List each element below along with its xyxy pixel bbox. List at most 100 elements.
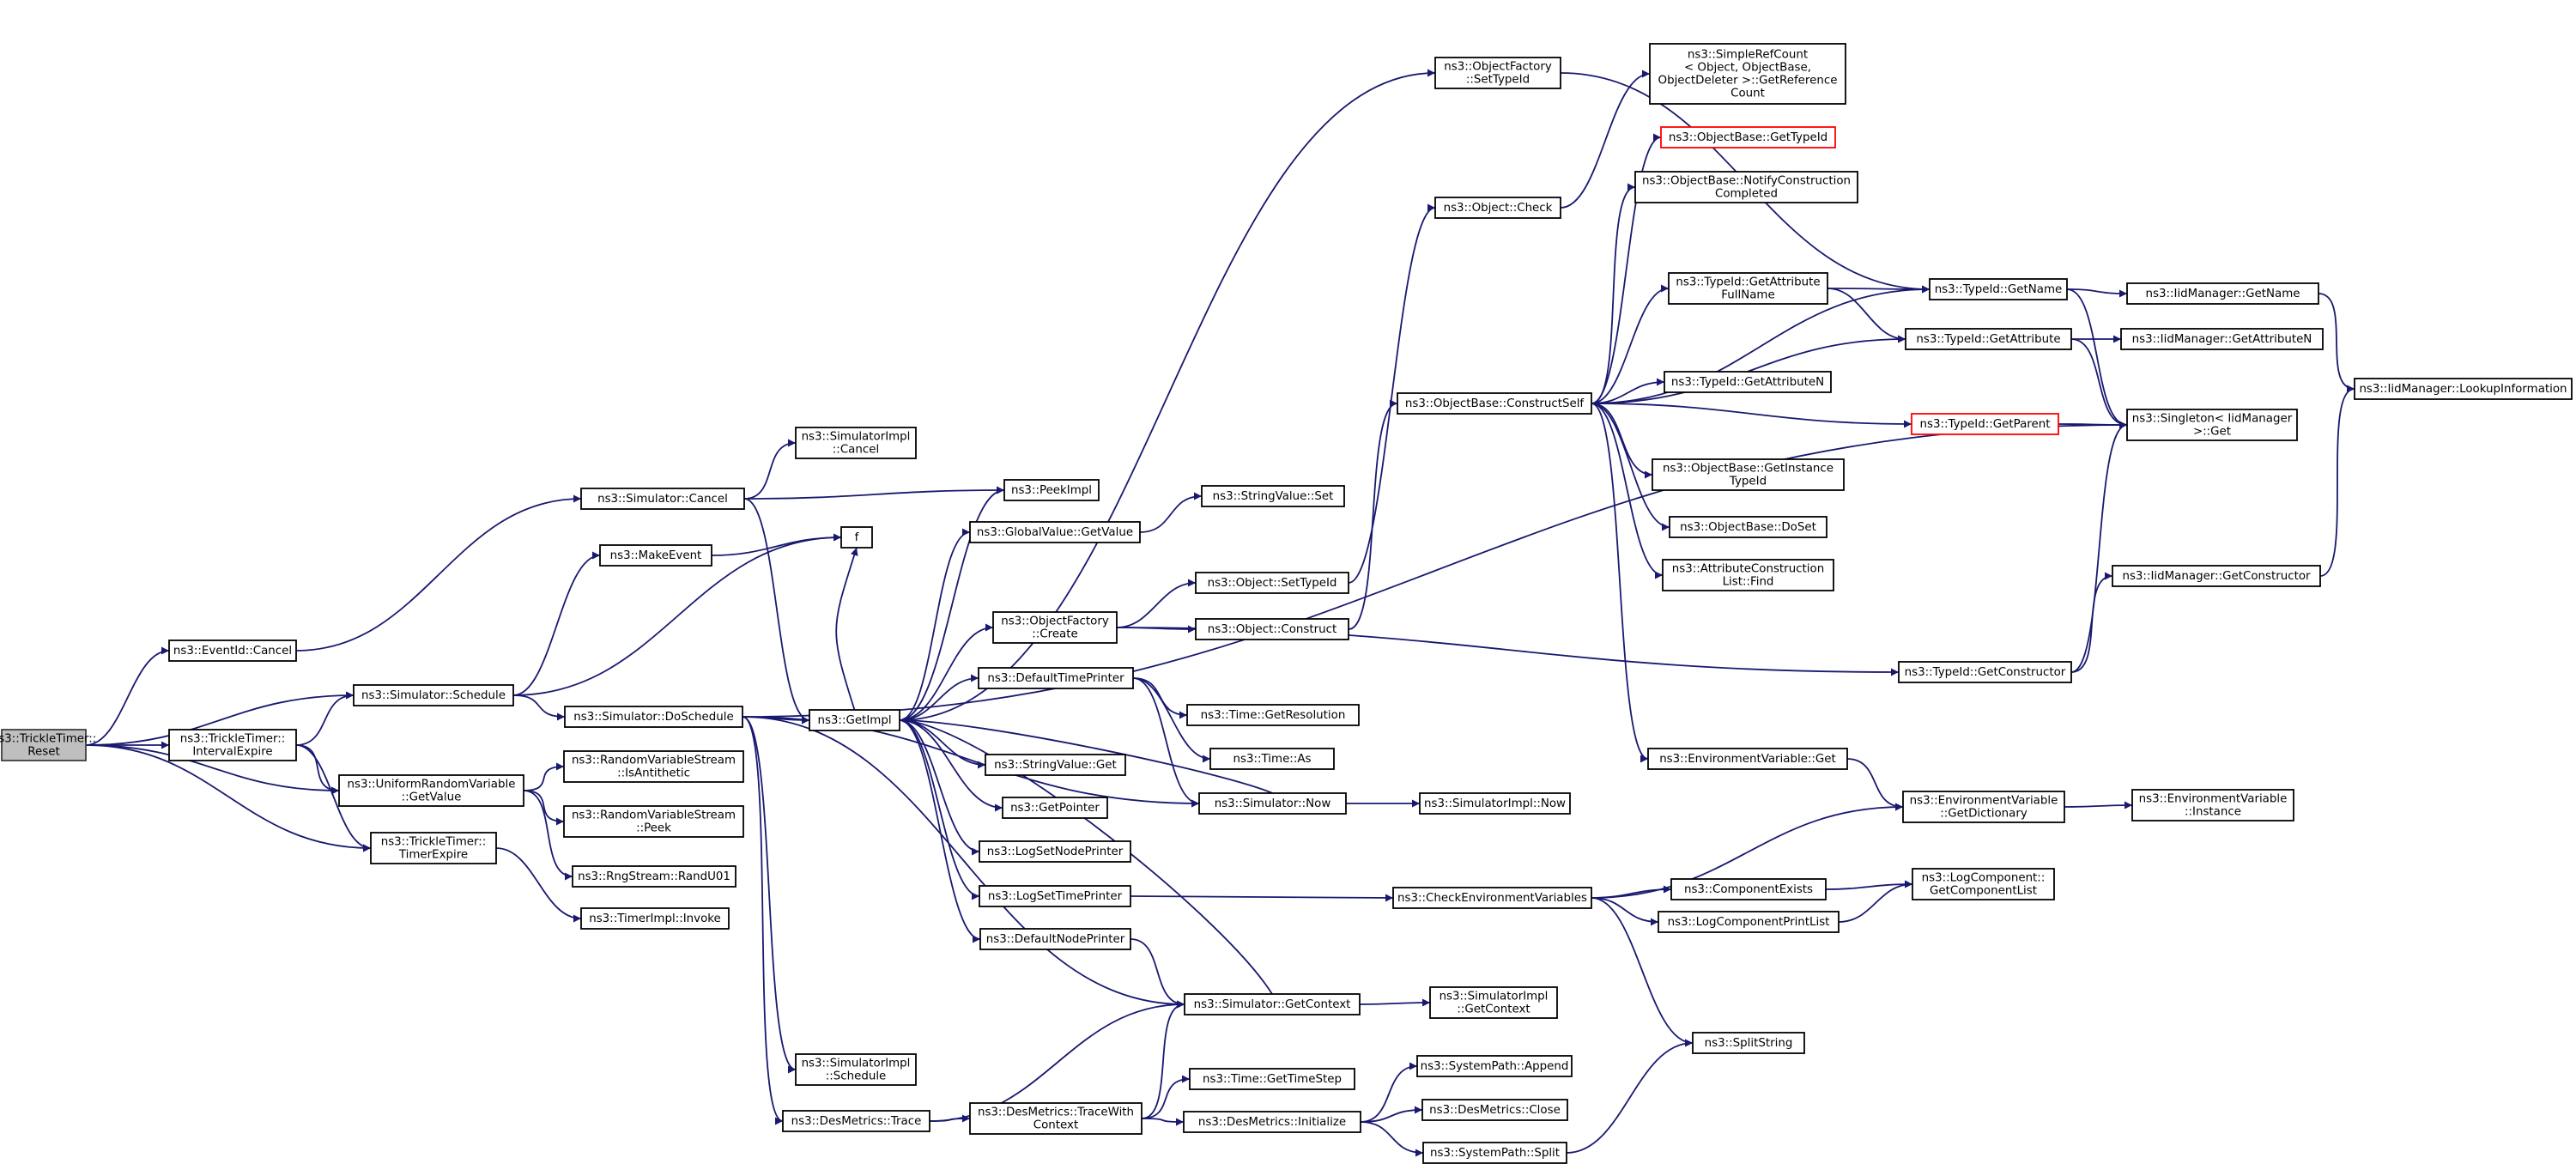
node-timer_expire[interactable]: ns3::TrickleTimer::TimerExpire	[370, 832, 497, 864]
node-envvar_get[interactable]: ns3::EnvironmentVariable::Get	[1647, 748, 1848, 770]
node-of_create[interactable]: ns3::ObjectFactory::Create	[992, 611, 1118, 644]
node-box	[1392, 887, 1592, 909]
node-simimpl_now[interactable]: ns3::SimulatorImpl::Now	[1419, 792, 1571, 815]
node-gv_getvalue[interactable]: ns3::GlobalValue::GetValue	[969, 521, 1141, 543]
node-sim_cancel[interactable]: ns3::Simulator::Cancel	[580, 488, 745, 510]
edge-timer_expire-to-timerimpl_invoke	[495, 847, 582, 923]
node-typeid_getparent[interactable]: ns3::TypeId::GetParent	[1911, 413, 2059, 435]
node-envvar_getdictionary[interactable]: ns3::EnvironmentVariable::GetDictionary	[1902, 791, 2065, 823]
node-stringvalue_get[interactable]: ns3::StringValue::Get	[985, 754, 1126, 776]
node-logcomponentprintlist[interactable]: ns3::LogComponentPrintList	[1658, 911, 1840, 933]
node-box	[563, 805, 744, 838]
node-component_exists[interactable]: ns3::ComponentExists	[1670, 878, 1827, 900]
edge-gv_getvalue-to-stringvalue_set	[1139, 492, 1203, 533]
node-label: ns3::DesMetrics::TraceWith	[978, 1106, 1134, 1119]
node-iidmanager_lookupinformation[interactable]: ns3::IidManager::LookupInformation	[2354, 378, 2573, 400]
node-desmetrics_initialize[interactable]: ns3::DesMetrics::Initialize	[1183, 1111, 1361, 1133]
edge-iidmanager_getname-to-iidmanager_lookupinformation	[2318, 293, 2355, 393]
node-simimpl_getcontext[interactable]: ns3::SimulatorImpl::GetContext	[1429, 986, 1558, 1019]
node-simimpl_schedule[interactable]: ns3::SimulatorImpl::Schedule	[795, 1053, 917, 1086]
node-box	[1209, 748, 1335, 770]
node-time_gettimestep[interactable]: ns3::Time::GetTimeStep	[1189, 1068, 1355, 1090]
edge-getimpl-to-of_settypeid	[899, 69, 1436, 721]
node-rng_randu01[interactable]: ns3::RngStream::RandU01	[572, 865, 736, 888]
node-box	[1434, 57, 1561, 89]
node-rvs_isantithetic[interactable]: ns3::RandomVariableStream::IsAntithetic	[563, 750, 744, 783]
node-default_time_printer[interactable]: ns3::DefaultTimePrinter	[978, 667, 1134, 689]
node-box	[1195, 618, 1349, 640]
node-getimpl[interactable]: ns3::GetImpl	[809, 709, 900, 731]
node-interval_expire[interactable]: ns3::TrickleTimer::IntervalExpire	[168, 729, 297, 761]
node-envvar_instance[interactable]: ns3::EnvironmentVariable::Instance	[2131, 789, 2294, 821]
node-box	[1664, 371, 1832, 393]
node-label: ns3::TrickleTimer::	[180, 733, 286, 746]
edge-path	[743, 498, 810, 724]
edge-systempath_split-to-splitstring	[1566, 1039, 1694, 1154]
node-f[interactable]: f	[840, 526, 873, 549]
edge-reset-to-eventid_cancel	[85, 646, 170, 746]
node-check_env_vars[interactable]: ns3::CheckEnvironmentVariables	[1392, 887, 1592, 909]
edge-path	[1591, 403, 1670, 531]
node-label: ns3::Time::As	[1233, 753, 1312, 766]
node-make_event[interactable]: ns3::MakeEvent	[599, 544, 712, 567]
node-stringvalue_set[interactable]: ns3::StringValue::Set	[1201, 485, 1345, 507]
node-urv_getvalue[interactable]: ns3::UniformRandomVariable::GetValue	[338, 774, 524, 807]
node-peekimpl[interactable]: ns3::PeekImpl	[1003, 479, 1100, 501]
node-objectbase_doset[interactable]: ns3::ObjectBase::DoSet	[1669, 516, 1827, 538]
edge-logcomponentprintlist-to-logcomponent_getcomponentlist	[1838, 880, 1913, 923]
node-object_settypeid[interactable]: ns3::Object::SetTypeId	[1195, 572, 1349, 594]
node-label: ns3::SimpleRefCount	[1688, 49, 1808, 62]
edge-path	[1139, 492, 1203, 533]
node-systempath_append[interactable]: ns3::SystemPath::Append	[1416, 1055, 1573, 1077]
node-typeid_getconstructor[interactable]: ns3::TypeId::GetConstructor	[1898, 661, 2072, 683]
node-default_node_printer[interactable]: ns3::DefaultNodePrinter	[979, 928, 1131, 950]
node-getpointer[interactable]: ns3::GetPointer	[1002, 797, 1108, 819]
node-time_getresolution[interactable]: ns3::Time::GetResolution	[1186, 704, 1360, 726]
node-sim_now[interactable]: ns3::Simulator::Now	[1198, 792, 1347, 815]
edge-path	[1591, 897, 1659, 926]
edge-path	[1560, 70, 1651, 209]
edge-path	[1141, 1000, 1185, 1119]
node-logcomponent_getcomponentlist[interactable]: ns3::LogComponent::GetComponentList	[1912, 868, 2055, 900]
node-splitstring[interactable]: ns3::SplitString	[1692, 1032, 1805, 1054]
node-iidmanager_getname[interactable]: ns3::IidManager::GetName	[2126, 282, 2319, 305]
node-objectbase_constructself[interactable]: ns3::ObjectBase::ConstructSelf	[1397, 392, 1592, 415]
node-desmetrics_trace[interactable]: ns3::DesMetrics::Trace	[782, 1110, 930, 1132]
edge-path	[295, 744, 372, 852]
node-typeid_getattribute[interactable]: ns3::TypeId::GetAttribute	[1905, 328, 2072, 350]
node-sim_doschedule[interactable]: ns3::Simulator::DoSchedule	[564, 706, 743, 728]
node-sim_getcontext[interactable]: ns3::Simulator::GetContext	[1184, 993, 1361, 1015]
node-simplerefcount[interactable]: ns3::SimpleRefCount< Object, ObjectBase,…	[1649, 43, 1846, 105]
node-systempath_split[interactable]: ns3::SystemPath::Split	[1422, 1142, 1567, 1164]
node-box	[1911, 413, 2059, 435]
node-singleton_get[interactable]: ns3::Singleton< IidManager>::Get	[2126, 409, 2298, 441]
node-time_as[interactable]: ns3::Time::As	[1209, 748, 1335, 770]
node-object_construct[interactable]: ns3::Object::Construct	[1195, 618, 1349, 640]
node-typeid_getattributen[interactable]: ns3::TypeId::GetAttributeN	[1664, 371, 1832, 393]
node-of_settypeid[interactable]: ns3::ObjectFactory::SetTypeId	[1434, 57, 1561, 89]
node-box	[580, 907, 730, 930]
node-object_check[interactable]: ns3::Object::Check	[1434, 197, 1561, 219]
node-logsettimeprinter[interactable]: ns3::LogSetTimePrinter	[979, 885, 1131, 907]
node-eventid_cancel[interactable]: ns3::EventId::Cancel	[168, 640, 297, 662]
edge-sim_cancel-to-simimpl_cancel	[743, 439, 797, 500]
edge-component_exists-to-logcomponent_getcomponentlist	[1825, 880, 1913, 890]
node-simimpl_cancel[interactable]: ns3::SimulatorImpl::Cancel	[795, 427, 917, 459]
node-reset[interactable]: ns3::TrickleTimer::Reset	[0, 729, 96, 761]
node-logsetnodeprinter[interactable]: ns3::LogSetNodePrinter	[979, 840, 1131, 863]
node-objectbase_notify[interactable]: ns3::ObjectBase::NotifyConstructionCompl…	[1634, 171, 1858, 203]
node-desmetrics_close[interactable]: ns3::DesMetrics::Close	[1421, 1099, 1568, 1121]
node-timerimpl_invoke[interactable]: ns3::TimerImpl::Invoke	[580, 907, 730, 930]
node-rvs_peek[interactable]: ns3::RandomVariableStream::Peek	[563, 805, 744, 838]
node-sim_schedule[interactable]: ns3::Simulator::Schedule	[353, 684, 514, 706]
node-iidmanager_getattributen[interactable]: ns3::IidManager::GetAttributeN	[2120, 328, 2324, 350]
node-typeid_getname[interactable]: ns3::TypeId::GetName	[1929, 278, 2068, 300]
node-objectbase_gettypeid[interactable]: ns3::ObjectBase::GetTypeId	[1660, 126, 1836, 149]
node-iidmanager_getconstructor[interactable]: ns3::IidManager::GetConstructor	[2112, 565, 2321, 587]
edge-getimpl-to-logsettimeprinter	[899, 719, 980, 900]
edge-path	[1591, 403, 1649, 763]
